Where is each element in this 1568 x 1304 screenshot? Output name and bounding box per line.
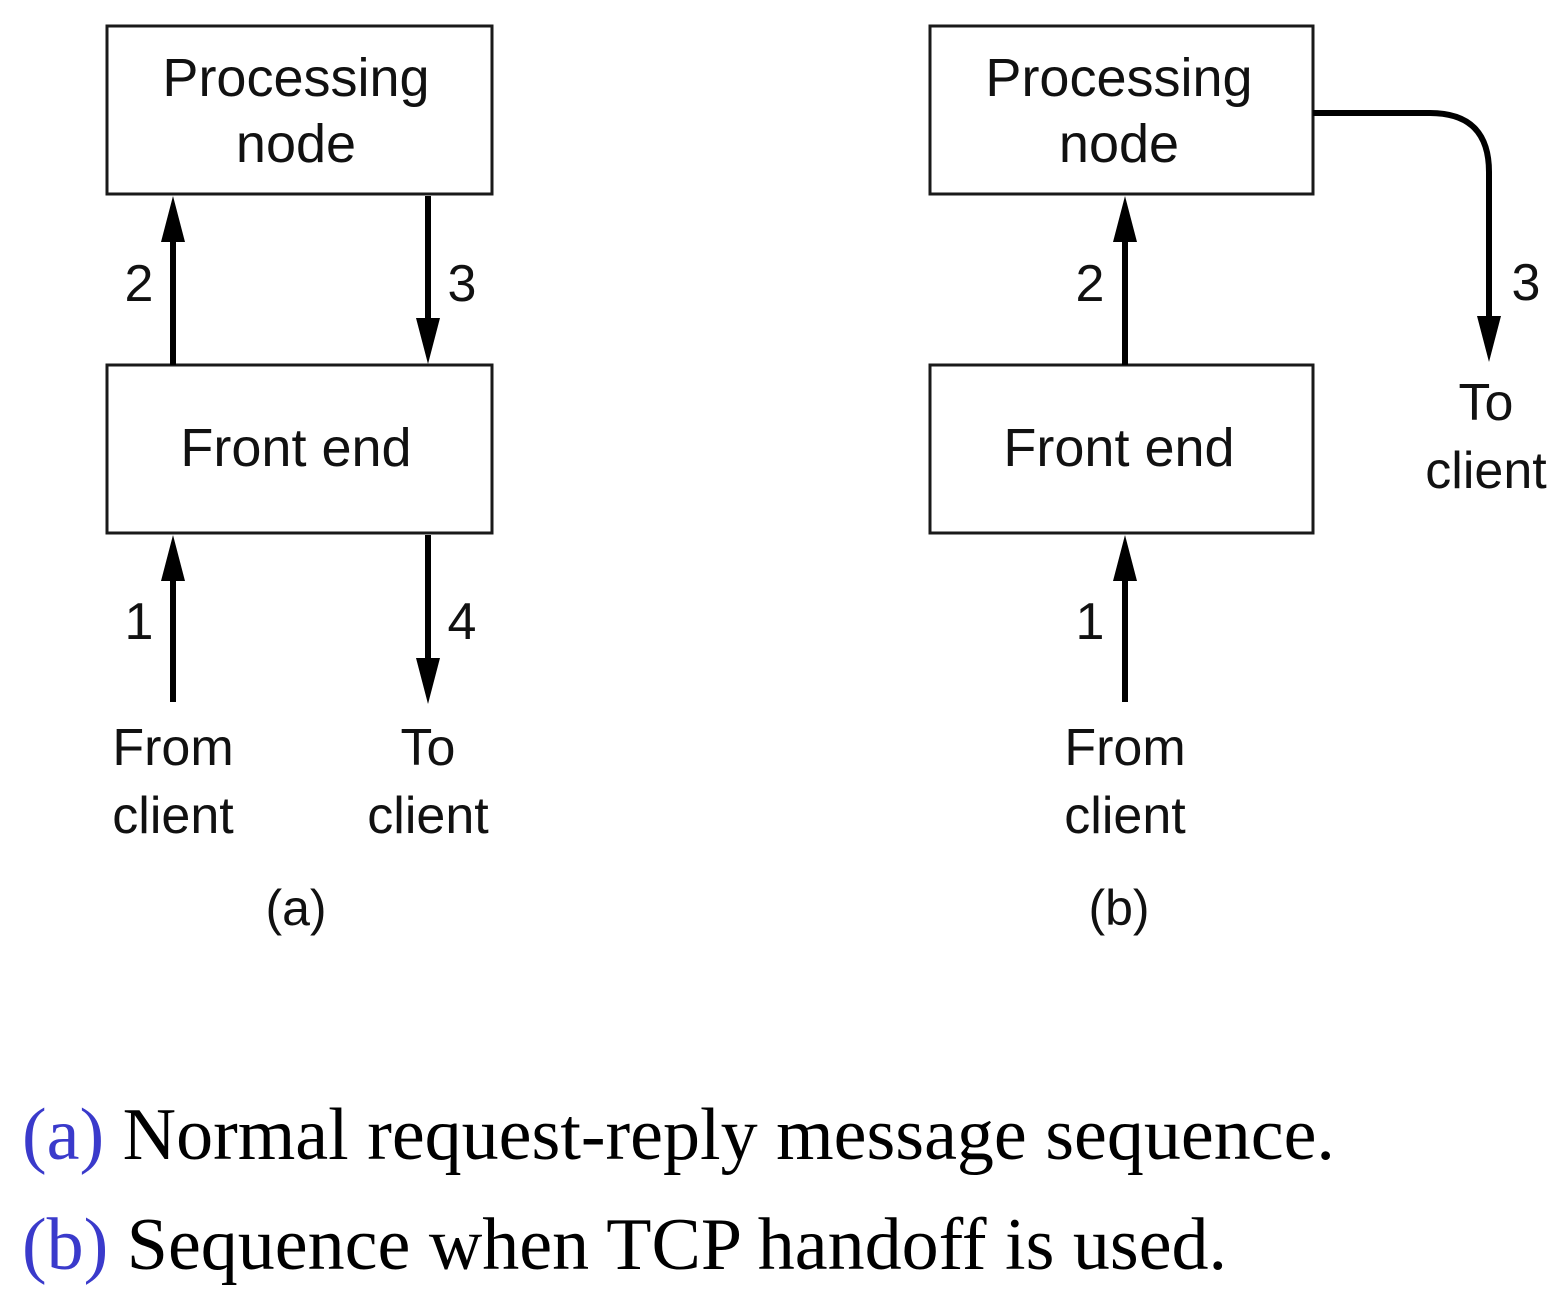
- front-end-label-b: Front end: [1003, 418, 1234, 478]
- from-client-label-b-line1: From: [1064, 719, 1185, 777]
- arrowhead-2-b: [1113, 196, 1137, 242]
- arrowhead-1-b: [1113, 535, 1137, 581]
- caption-b-tag: (b): [22, 1204, 109, 1286]
- panel-b-label: (b): [1088, 880, 1149, 936]
- step-3-label-b: 3: [1512, 254, 1541, 312]
- to-client-label-a-line1: To: [401, 719, 456, 777]
- front-end-box-b: [928, 363, 1315, 535]
- processing-node-box-a: [105, 24, 494, 196]
- step-2-label-a: 2: [125, 255, 154, 313]
- step-3-label-a: 3: [448, 255, 477, 313]
- step-1-label-b: 1: [1076, 593, 1105, 651]
- caption-b-text: Sequence when TCP handoff is used.: [126, 1204, 1228, 1286]
- caption-a-tag: (a): [22, 1094, 105, 1176]
- panel-a-label: (a): [265, 880, 326, 936]
- processing-node-label-b-line2: node: [1059, 114, 1179, 174]
- processing-node-label-b-line1: Processing: [985, 48, 1252, 108]
- caption-a-text: Normal request-reply message sequence.: [122, 1094, 1335, 1176]
- to-client-label-b-line2: client: [1425, 442, 1547, 500]
- panel-a: Processing node Front end 2 3 1 4 From c…: [105, 24, 494, 936]
- step-1-label-a: 1: [125, 593, 154, 651]
- processing-node-label-a-line2: node: [236, 114, 356, 174]
- step-2-label-b: 2: [1076, 255, 1105, 313]
- from-client-label-a-line1: From: [112, 719, 233, 777]
- front-end-box-a: [105, 363, 494, 535]
- front-end-label-a: Front end: [180, 418, 411, 478]
- step-4-label-a: 4: [448, 593, 477, 651]
- processing-node-box-b: [928, 24, 1315, 196]
- tcp-handoff-diagram: Processing node Front end 2 3 1 4 From c…: [105, 24, 1547, 936]
- panel-b: Processing node Front end 2 3 To client …: [928, 24, 1547, 936]
- to-client-label-a-line2: client: [367, 787, 489, 845]
- from-client-label-a-line2: client: [112, 787, 234, 845]
- caption-b: (b) Sequence when TCP handoff is used.: [22, 1208, 1227, 1282]
- processing-node-label-a-line1: Processing: [162, 48, 429, 108]
- caption-a: (a) Normal request-reply message sequenc…: [22, 1098, 1335, 1172]
- arrowhead-2-a: [161, 196, 185, 242]
- arrowhead-4-a: [416, 658, 440, 704]
- to-client-label-b-line1: To: [1459, 374, 1514, 432]
- arrowhead-3-b: [1477, 316, 1501, 362]
- from-client-label-b-line2: client: [1064, 787, 1186, 845]
- arrowhead-3-a: [416, 318, 440, 364]
- arrowhead-1-a: [161, 535, 185, 581]
- arrow-3-b: [1313, 110, 1492, 320]
